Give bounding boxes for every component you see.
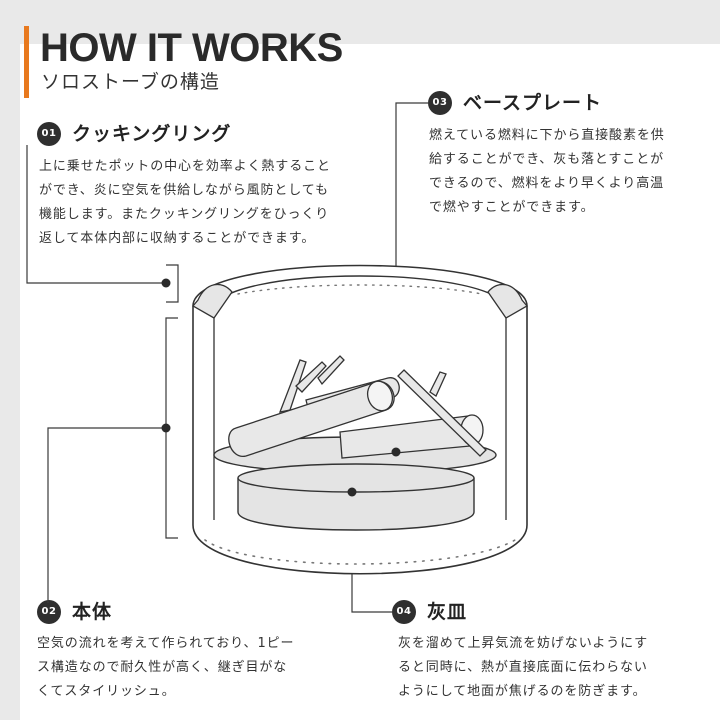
part-04-description: 灰を溜めて上昇気流を妨げないようにす ると同時に、熱が直接底面に伝わらない よう… xyxy=(398,636,649,699)
part-02-heading: 本体 xyxy=(72,601,113,623)
cooking-ring-bracket xyxy=(166,264,179,303)
part-01-heading: クッキングリング xyxy=(72,123,232,145)
ash-pan-callout-dot xyxy=(347,487,357,497)
part-01-description: 上に乗せたポットの中心を効率よく熱すること ができ、炎に空気を供給しながら風防と… xyxy=(39,159,331,246)
page-subtitle: ソロストーブの構造 xyxy=(41,71,220,93)
part-02-badge: 02 xyxy=(37,600,61,624)
stove-illustration xyxy=(161,264,528,575)
upper-air-holes xyxy=(237,284,483,295)
body-callout-dot xyxy=(161,423,171,433)
ash-pan xyxy=(237,478,475,531)
base-plate-callout-dot xyxy=(391,447,401,457)
page-title: HOW IT WORKS xyxy=(40,26,343,70)
part-03-badge: 03 xyxy=(428,91,452,115)
firewood xyxy=(228,355,487,459)
part-04-heading: 灰皿 xyxy=(427,601,468,623)
lower-air-holes xyxy=(204,539,516,565)
rim-right xyxy=(487,283,528,319)
rim-left xyxy=(192,283,233,319)
part-01-badge: 01 xyxy=(37,122,61,146)
part-03-heading: ベースプレート xyxy=(463,92,603,114)
part-02-description: 空気の流れを考えて作られており、1ピー ス構造なので耐久性が高く、継ぎ目がな く… xyxy=(37,636,295,699)
cooking-ring-callout-dot xyxy=(161,278,171,288)
part-03-description: 燃えている燃料に下から直接酸素を供 給することができ、灰も落とすことが できるの… xyxy=(429,128,665,215)
title-accent-bar xyxy=(24,26,29,98)
leader-line-02 xyxy=(47,427,166,603)
leader-line-01 xyxy=(26,145,166,284)
part-04-badge: 04 xyxy=(392,600,416,624)
